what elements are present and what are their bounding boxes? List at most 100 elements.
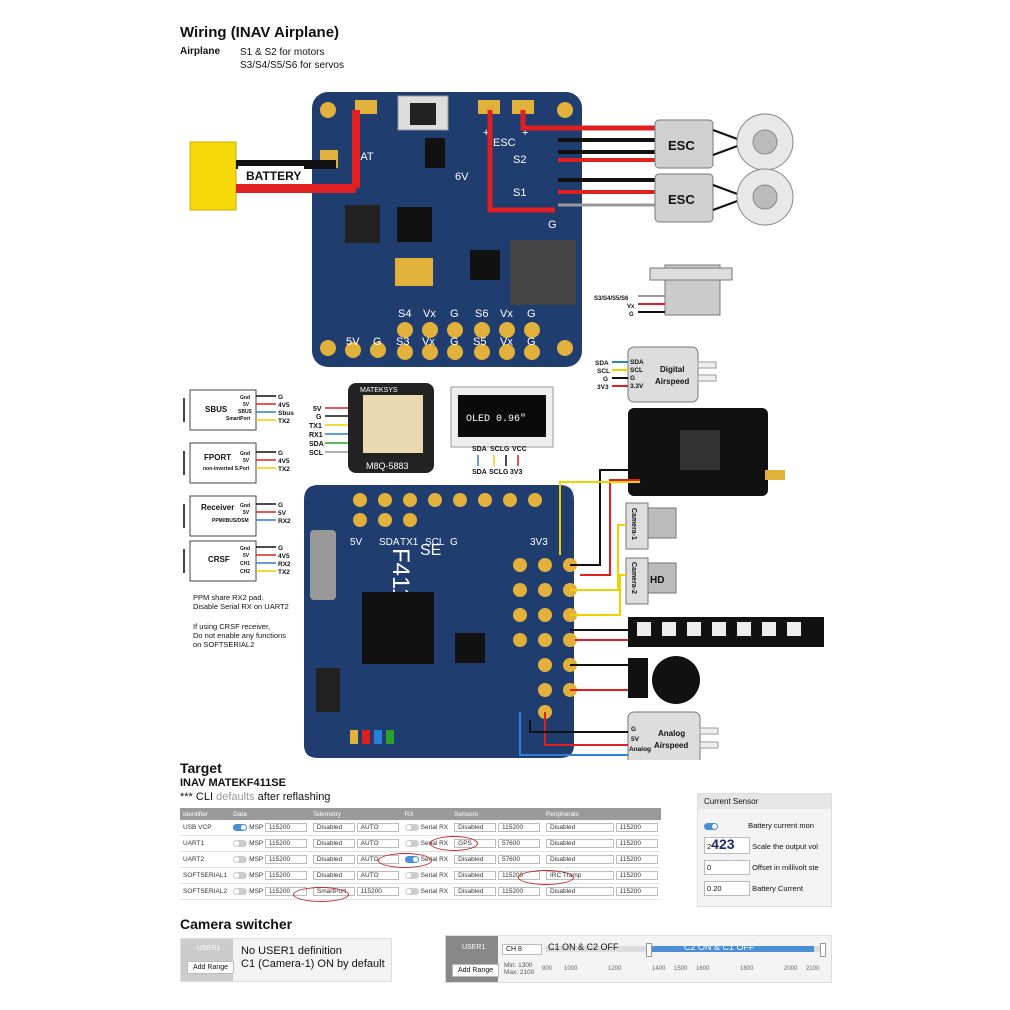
oled-pin: SDA — [472, 446, 487, 453]
peripheral-baud-select[interactable]: 115200 — [615, 839, 658, 848]
user1-side — [181, 939, 233, 981]
telemetry-select[interactable]: Disabled — [312, 839, 355, 848]
scale-input[interactable]: 2423 — [704, 837, 750, 854]
telemetry-select[interactable]: Disabled — [312, 871, 355, 880]
defaults-link[interactable]: defaults — [216, 791, 255, 803]
current-monitor-toggle[interactable] — [704, 822, 718, 830]
subtitle-label: Airplane — [180, 46, 221, 57]
rx-wire: G — [278, 450, 283, 457]
msp-label: MSP — [249, 840, 264, 847]
telemetry-select[interactable]: Disabled — [312, 855, 355, 864]
peripheral-baud-select[interactable]: 115200 — [615, 855, 658, 864]
telemetry-select[interactable]: Disabled — [312, 823, 355, 832]
msp-baud-select[interactable]: 115200 — [264, 855, 307, 864]
sensor-select[interactable]: Disabled — [454, 871, 497, 880]
gps-name: M8Q-5883 — [366, 461, 409, 471]
msp-baud-select[interactable]: 115200 — [264, 823, 307, 832]
telemetry-baud-select[interactable]: AUTO — [356, 871, 399, 880]
pdb-label: G — [527, 308, 536, 320]
pdb-label: Vx — [422, 336, 435, 348]
oled-screen — [458, 395, 546, 437]
oled-wire-label: G — [503, 469, 509, 476]
da-pin: G — [603, 376, 608, 383]
range-tick: 1500 — [674, 966, 688, 972]
serial-rx-toggle[interactable] — [404, 823, 419, 831]
range-handle-max[interactable] — [820, 943, 826, 957]
da-pin: 3V3 — [597, 384, 609, 391]
offset-input[interactable]: 0 — [704, 860, 750, 875]
peripheral-baud-select[interactable]: 115200 — [615, 871, 658, 880]
analog-airspeed — [627, 711, 701, 760]
oled-pin: VCC — [512, 446, 527, 453]
msp-toggle[interactable] — [233, 823, 248, 831]
current-sensor-row2-label: Scale the output vol — [752, 842, 818, 851]
col-rx: RX — [401, 808, 452, 820]
peripheral-select[interactable]: Disabled — [545, 855, 614, 864]
add-range-button[interactable]: Add Range — [452, 964, 500, 977]
fc-top-pad-label: TX1 — [400, 537, 419, 548]
rx-wire: TX2 — [278, 466, 290, 473]
sensor-baud-select[interactable]: 57600 — [497, 839, 540, 848]
msp-baud-select[interactable]: 115200 — [264, 839, 307, 848]
msp-toggle[interactable] — [233, 855, 248, 863]
peripheral-select[interactable]: Disabled — [545, 887, 614, 896]
aa-pin: G — [631, 726, 636, 733]
fc-usb — [310, 530, 336, 600]
digital-airspeed-label: Airspeed — [655, 377, 689, 386]
sensors-cell: Disabled 115200 — [451, 820, 543, 836]
serial-rx-toggle[interactable] — [404, 887, 419, 895]
da-board-pin: 3.3V — [630, 383, 644, 390]
channel-select[interactable]: CH 8 — [502, 944, 542, 955]
range-handle-min[interactable] — [646, 943, 652, 957]
sensor-baud-select[interactable]: 115200 — [497, 887, 540, 896]
rx-boxes — [183, 389, 257, 582]
esc-wire — [487, 110, 555, 213]
sensor-baud-select[interactable]: 57600 — [497, 855, 540, 864]
battery-current-input[interactable]: 0.20 — [704, 881, 750, 896]
pdb-mount-hole — [557, 102, 573, 118]
sensor-baud-select[interactable]: 115200 — [497, 823, 540, 832]
pdb-g: G — [548, 219, 557, 231]
peripheral-baud-select[interactable]: 115200 — [615, 823, 658, 832]
fc-top-pad-label: SDA — [379, 537, 400, 548]
msp-toggle[interactable] — [233, 839, 248, 847]
serial-rx-label: Serial RX — [420, 888, 449, 896]
airspeed-tube — [697, 374, 717, 382]
telemetry-baud-select[interactable]: 115200 — [356, 887, 399, 896]
serial-rx-toggle[interactable] — [404, 839, 419, 847]
motor-wire — [712, 129, 741, 156]
range-max: Max: 2100 — [504, 969, 535, 976]
pdb-mount-hole — [557, 340, 573, 356]
peripheral-select[interactable]: Disabled — [545, 839, 614, 848]
col-telemetry: Telemetry — [309, 808, 402, 820]
sensor-select[interactable]: Disabled — [454, 887, 497, 896]
telemetry-baud-select[interactable]: AUTO — [356, 839, 399, 848]
peripheral-baud-select[interactable]: 115200 — [615, 887, 658, 896]
add-range-button[interactable]: Add Range — [187, 961, 235, 974]
gps-pin: RX1 — [309, 432, 323, 439]
data-cell: MSP 115200 — [230, 835, 310, 852]
servo-label: S3/S4/S5/S6 — [594, 296, 629, 302]
msp-toggle[interactable] — [233, 887, 248, 895]
rx-box-wires — [256, 395, 276, 572]
servo-label-vx: Vx — [627, 304, 635, 310]
sensor-select[interactable]: Disabled — [454, 855, 497, 864]
rx-pin: CH1 — [240, 561, 250, 567]
digital-airspeed-label: Digital — [660, 365, 684, 374]
telemetry-baud-select[interactable]: AUTO — [356, 823, 399, 832]
rx-pin: PPM/IBUS/DSM — [212, 518, 249, 524]
peripheral-select[interactable]: Disabled — [545, 823, 614, 832]
scale-value: 423 — [711, 836, 735, 852]
esc-wire — [520, 110, 655, 131]
msp-baud-select[interactable]: 115200 — [264, 871, 307, 880]
range-tick: 1200 — [608, 966, 622, 972]
ports-table-wrap: Identifier Data Telemetry RX Sensors Per… — [180, 808, 661, 902]
msp-toggle[interactable] — [233, 871, 248, 879]
sensor-select[interactable]: Disabled — [454, 823, 497, 832]
range-tick: 2000 — [784, 966, 798, 972]
rx-pin: CH2 — [240, 569, 250, 575]
telemetry-cell: Disabled AUTO — [309, 851, 402, 868]
serial-rx-toggle[interactable] — [404, 871, 419, 879]
